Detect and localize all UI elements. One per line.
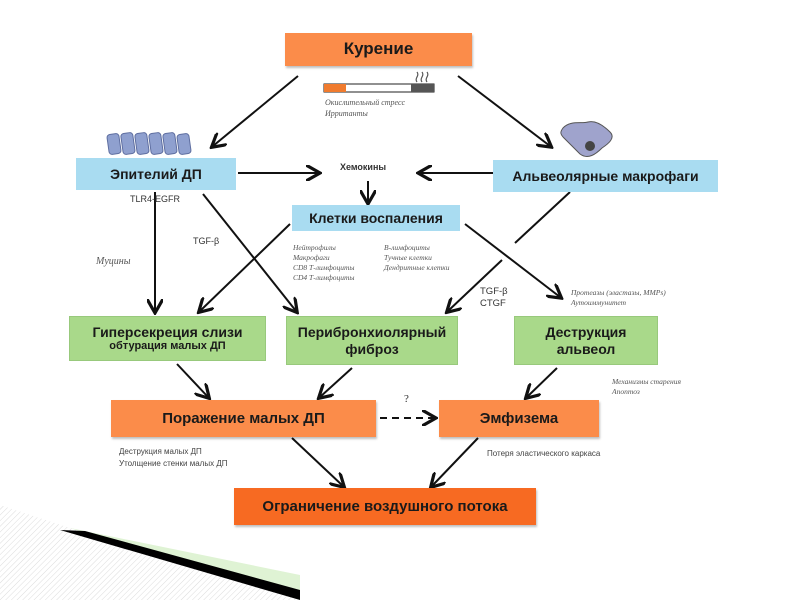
note-small-airways: Деструкция малых ДП Утолщение стенки мал… — [119, 446, 228, 469]
note-macrophages: Макрофаги — [293, 253, 330, 263]
note-cd4: CD4 Т-лимфоциты — [293, 273, 355, 283]
node-macrophages-label: Альвеолярные макрофаги — [512, 167, 699, 184]
note-neutrophils: Нейтрофилы — [293, 243, 336, 252]
label-question: ? — [404, 393, 409, 405]
label-tgf-beta-left: TGF-β — [193, 236, 220, 246]
node-small-airways-damage-label: Поражение малых ДП — [162, 409, 325, 427]
label-ctgf: CTGF — [480, 298, 506, 310]
arrow-emphysema-airflow — [432, 437, 479, 486]
label-tlr4-egfr: TLR4-EGFR — [130, 194, 181, 204]
epithelial-cells-icon — [106, 132, 192, 155]
label-chemokines: Хемокины — [340, 162, 387, 172]
node-alveoli-destruction: Деструкция альвеол — [514, 316, 658, 365]
arrow-macrophages-fibrosis — [448, 259, 503, 311]
label-tgf-beta-right: TGF-β — [480, 286, 508, 297]
node-alveoli-line1: Деструкция — [545, 323, 627, 340]
note-dendritic-cells: Дендритные клетки — [384, 263, 450, 273]
node-airflow-limitation-label: Ограничение воздушного потока — [262, 497, 508, 515]
arrow-cells-proteases — [464, 223, 560, 297]
note-emphysema: Потеря эластического каркаса — [487, 449, 601, 458]
node-smoking: Курение — [285, 33, 472, 66]
node-fibrosis: Перибронхиолярный фиброз — [286, 316, 458, 365]
note-aging: Механизмы старения Апоптоз — [612, 377, 681, 397]
arrow-epithelium-fibrosis — [202, 193, 296, 311]
note-cells-col1: Нейтрофилы Макрофаги CD8 Т-лимфоциты CD4… — [293, 243, 355, 284]
note-mast-cells: Тучные клетки — [384, 253, 432, 263]
arrow-alveoli-emphysema — [527, 367, 558, 397]
node-epithelium-label: Эпителий ДП — [110, 165, 202, 182]
note-b-lymphocytes: В-лимфоциты — [384, 243, 430, 252]
node-hypersecretion-line2: обтурация малых ДП — [109, 340, 226, 353]
line-macrophages — [514, 191, 571, 244]
arrow-cells-hypersecretion — [200, 223, 291, 311]
node-hypersecretion-line1: Гиперсекреция слизи — [92, 323, 243, 340]
node-small-airways-damage: Поражение малых ДП — [111, 400, 376, 437]
node-alveolar-macrophages: Альвеолярные макрофаги — [493, 160, 718, 192]
note-proteases-elastases: Протеазы (эластазы, MMPs) — [571, 288, 666, 297]
node-inflammatory-cells: Клетки воспаления — [292, 205, 460, 231]
hatched-stripe — [0, 505, 300, 600]
arrow-smoking-macrophages — [457, 75, 550, 146]
node-alveoli-line2: альвеол — [556, 340, 616, 357]
node-emphysema: Эмфизема — [439, 400, 599, 437]
macrophage-icon — [560, 121, 613, 157]
node-airflow-limitation: Ограничение воздушного потока — [234, 488, 536, 525]
black-stripe — [60, 530, 300, 600]
node-inflammatory-cells-label: Клетки воспаления — [309, 209, 443, 226]
note-small-airways-destruction: Деструкция малых ДП — [119, 447, 202, 456]
arrow-damage-airflow — [291, 437, 343, 486]
node-smoking-label: Курение — [343, 39, 414, 59]
arrow-fibrosis-damage — [320, 367, 353, 397]
node-emphysema-label: Эмфизема — [479, 409, 559, 427]
node-fibrosis-line2: фиброз — [345, 340, 399, 357]
cigarette-icon — [323, 71, 435, 93]
note-small-airways-thickening: Утолщение стенки малых ДП — [119, 458, 228, 468]
note-apoptosis: Апоптоз — [612, 387, 640, 397]
label-mucins: Муцины — [96, 256, 131, 267]
node-epithelium: Эпителий ДП — [76, 158, 236, 190]
node-hypersecretion: Гиперсекреция слизи обтурация малых ДП — [69, 316, 266, 361]
arrow-smoking-epithelium — [213, 75, 299, 146]
note-aging-mechanisms: Механизмы старения — [612, 377, 681, 386]
node-fibrosis-line1: Перибронхиолярный — [297, 323, 447, 340]
note-cells-col2: В-лимфоциты Тучные клетки Дендритные кле… — [384, 243, 450, 273]
arrow-hypersecretion-damage — [176, 363, 208, 397]
note-proteases: Протеазы (эластазы, MMPs) Аутоиммунитет — [571, 288, 666, 308]
note-oxidative-stress: Окислительный стресс — [325, 98, 406, 107]
note-smoking: Окислительный стресс Ирританты — [325, 98, 405, 120]
note-irritants: Ирританты — [325, 108, 368, 118]
note-autoimmunity: Аутоиммунитет — [571, 298, 627, 308]
label-tgf-ctgf-right: TGF-β CTGF — [480, 286, 508, 311]
note-cd8: CD8 Т-лимфоциты — [293, 263, 355, 273]
